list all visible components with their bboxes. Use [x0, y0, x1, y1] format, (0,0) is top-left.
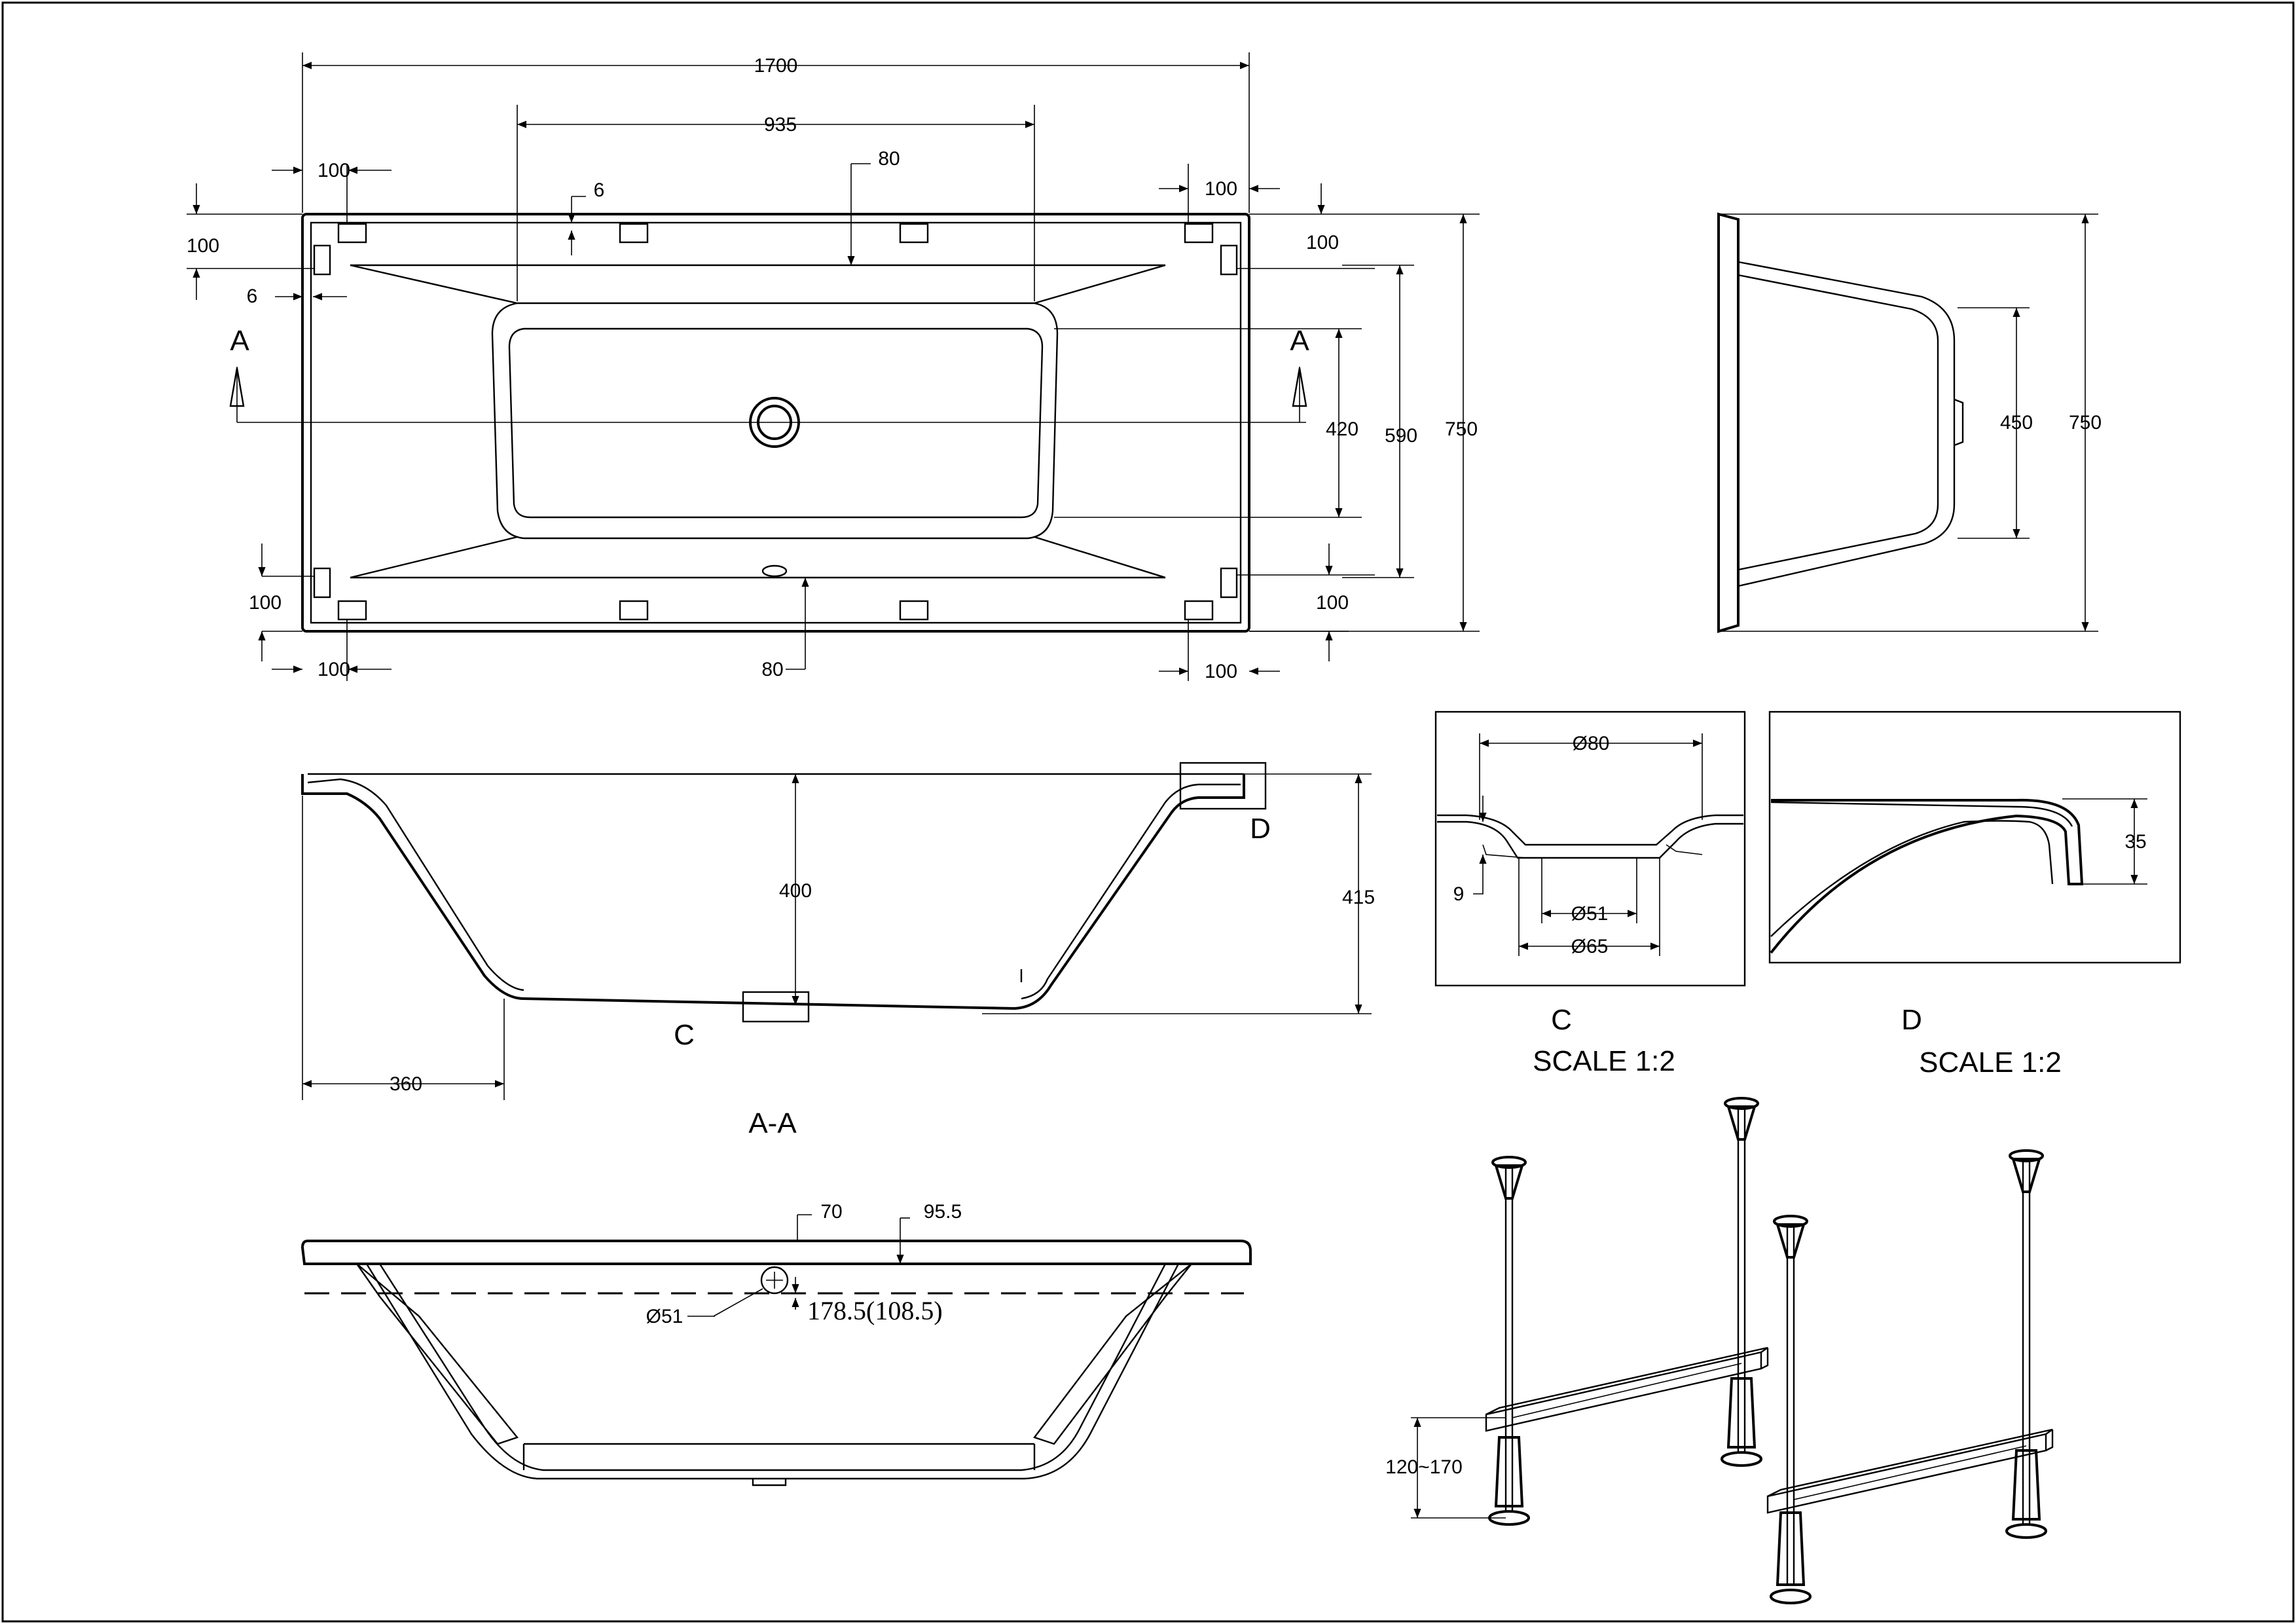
detail-c: Ø80 Ø51 Ø65 9 C SCALE 1:2 [1434, 710, 1746, 1077]
offset-label-3: 100 [318, 659, 350, 680]
depth-inner-label: 400 [779, 880, 812, 902]
offset-label-6: 100 [1306, 232, 1339, 253]
detail-c-scale: SCALE 1:2 [1533, 1045, 1675, 1077]
depth-outer-label: 415 [1342, 887, 1375, 908]
section-title: A-A [748, 1107, 797, 1139]
inner-width-label: 590 [1385, 425, 1417, 447]
detail-d-scale: SCALE 1:2 [1919, 1046, 2062, 1079]
section-marker-left: A [230, 325, 249, 357]
hole-dia-label: Ø51 [1571, 903, 1609, 925]
flange-dia-label: Ø65 [1571, 936, 1609, 957]
section-marker-right: A [1290, 325, 1309, 357]
detail-c-callout: C [674, 1019, 695, 1051]
side-gap-label: 6 [247, 286, 258, 307]
slope-run-label: 360 [390, 1073, 422, 1095]
rim-height-label: 35 [2124, 831, 2146, 853]
front-dim-b: 95.5 [924, 1201, 962, 1223]
detail-d-callout: D [1250, 813, 1271, 845]
thickness-label: 9 [1453, 883, 1465, 905]
overflow-dia-label: Ø51 [646, 1306, 683, 1327]
detail-d: 35 D SCALE 1:2 [1768, 710, 2181, 1079]
rim-bottom-gap-label: 80 [761, 659, 783, 680]
overflow-height-label: 178.5(108.5) [807, 1296, 943, 1325]
leg-assembly: 120~170 [1385, 1097, 2054, 1604]
section-aa: 400 415 360 C D A-A [301, 762, 1375, 1139]
detail-d-name: D [1901, 1004, 1922, 1036]
mounting-pads [313, 223, 1238, 621]
side-height-label: 750 [2069, 412, 2102, 434]
offset-label-4: 100 [1205, 661, 1237, 682]
detail-c-name: C [1551, 1004, 1572, 1036]
rim-top-gap-label: 80 [878, 148, 900, 170]
outer-dia-label: Ø80 [1573, 733, 1610, 754]
side-inner-label: 450 [2000, 412, 2033, 434]
front-dim-a: 70 [820, 1201, 842, 1223]
inner-length-label: 935 [764, 114, 797, 136]
offset-label-8: 100 [1316, 592, 1349, 614]
leg-height-label: 120~170 [1385, 1456, 1463, 1478]
overall-width-label: 750 [1445, 418, 1478, 440]
overall-length-label: 1700 [754, 55, 798, 77]
side-view: 750 450 [1717, 212, 2102, 633]
offset-label-5: 100 [187, 235, 219, 257]
small-gap-label: 6 [594, 179, 605, 201]
front-view: 70 95.5 Ø51 178.5(108.5) [301, 1201, 1252, 1486]
offset-label-2: 100 [1205, 178, 1237, 200]
bottom-width-label: 420 [1326, 418, 1358, 440]
offset-label-1: 100 [318, 160, 350, 181]
offset-label-7: 100 [249, 592, 282, 614]
top-view: 1700 935 750 590 420 100 100 100 100 100… [187, 52, 1480, 682]
